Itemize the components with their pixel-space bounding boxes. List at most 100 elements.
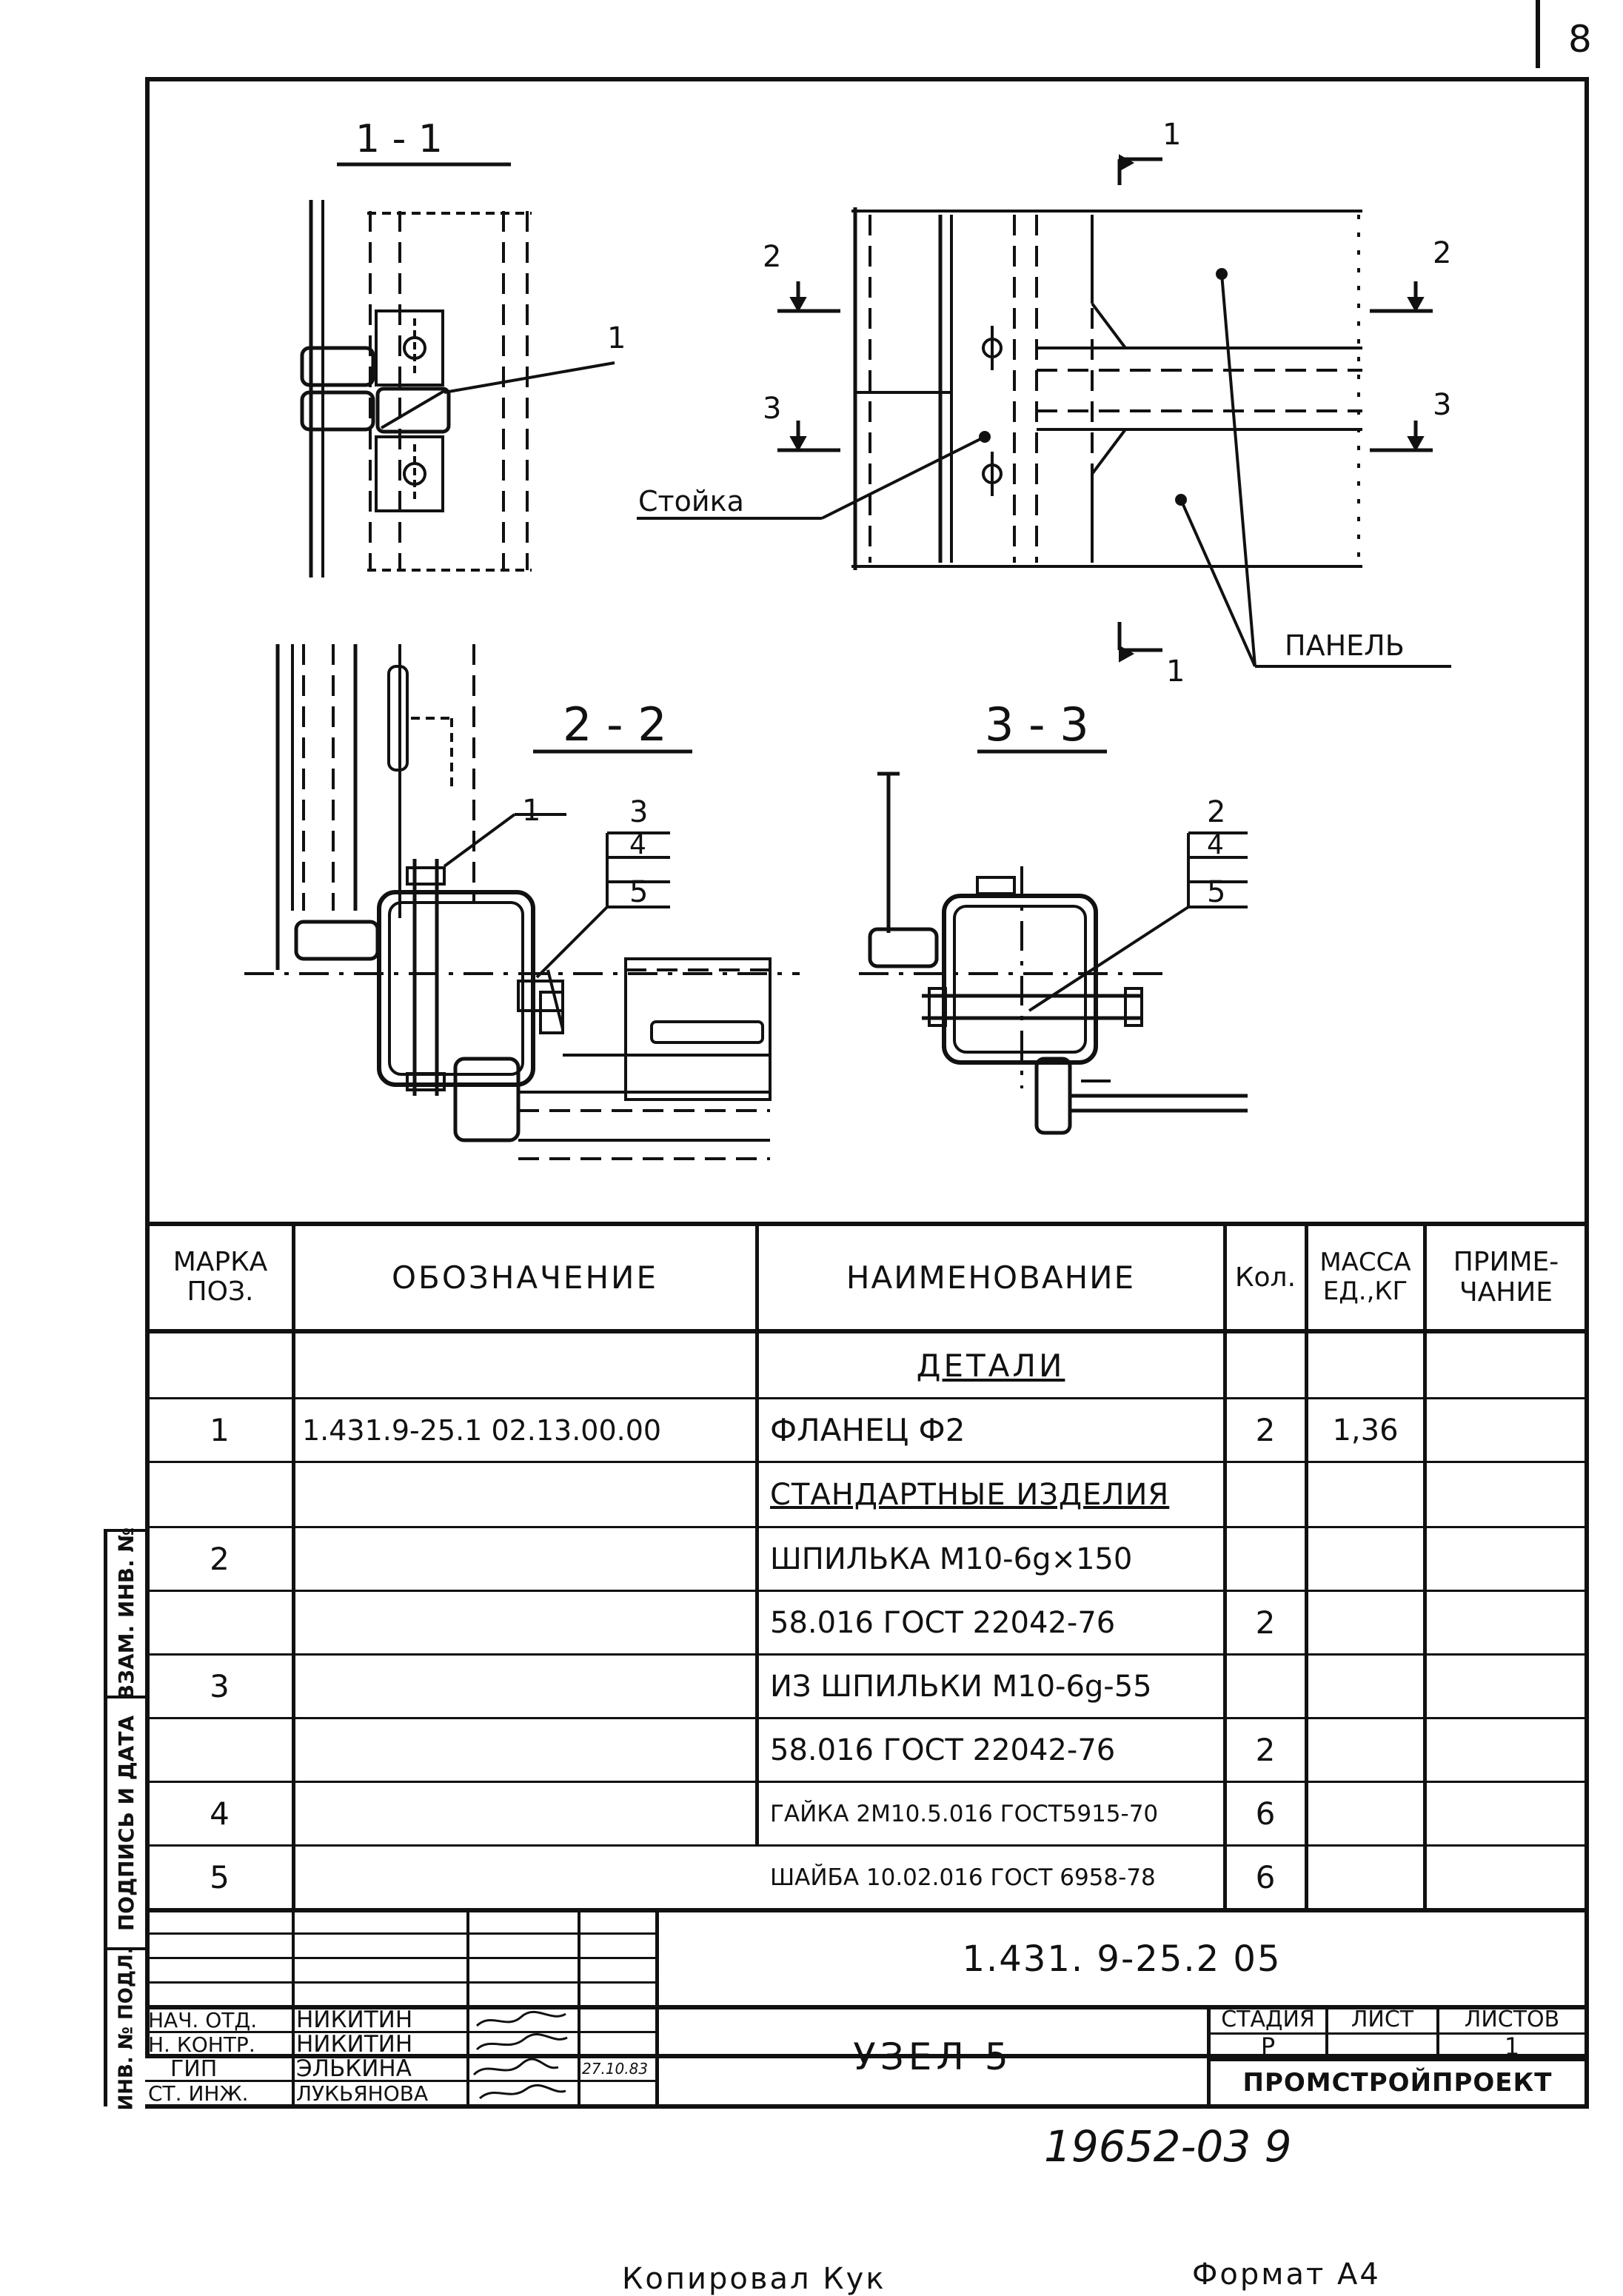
table-col-line xyxy=(1305,1844,1308,1908)
table-col-line xyxy=(1423,1844,1427,1908)
stage-value: Р xyxy=(1260,2032,1276,2061)
cut-label-2-right: 2 xyxy=(1433,236,1451,270)
sig-name-2: ЭЛЬКИНА xyxy=(296,2055,412,2082)
table-row-1-mark: 1 xyxy=(210,1412,230,1448)
callout-3-3-mark-4: 4 xyxy=(1207,830,1224,860)
stage-col xyxy=(1207,2005,1211,2106)
sig-col xyxy=(466,1908,469,2106)
stage-line xyxy=(1207,2032,1589,2035)
callout-2-2-mark-4: 4 xyxy=(629,830,646,860)
sig-date-2: 27.10.83 xyxy=(582,2060,649,2078)
table-row-line xyxy=(145,1844,1589,1847)
table-col-line xyxy=(755,1222,759,1844)
side-stamp-inv-podl: ИНВ. № ПОДЛ. xyxy=(107,1947,146,2110)
table-row-3-name: ШПИЛЬКА М10-6g×150 xyxy=(770,1542,1133,1576)
title-block-mid xyxy=(145,2005,1589,2009)
table-row-5-name: ИЗ ШПИЛЬКИ М10-6g-55 xyxy=(770,1669,1152,1704)
table-col-line xyxy=(1305,1222,1308,1844)
table-top-border xyxy=(145,1222,1589,1226)
table-row-8-name: ШАЙБА 10.02.016 ГОСТ 6958-78 xyxy=(770,1864,1156,1891)
table-row-6-qty: 2 xyxy=(1255,1732,1276,1768)
drawing-title: УЗЕЛ 5 xyxy=(853,2035,1013,2078)
side-stamp-inv-podl-text: ИНВ. № ПОДЛ. xyxy=(116,1947,138,2111)
table-col-line xyxy=(1423,1222,1427,1844)
label-stoyka: Стойка xyxy=(638,485,744,518)
table-col-line xyxy=(292,1222,295,1844)
frame-right-lower xyxy=(1584,1908,1589,2109)
table-row-4-name: 58.016 ГОСТ 22042-76 xyxy=(770,1605,1116,1640)
sheet-number-divider xyxy=(1536,0,1540,68)
sig-line xyxy=(145,1981,656,1984)
table-row-line xyxy=(145,1397,1589,1399)
side-stamp-vzam-inv-text: ВЗАМ. ИНВ. № xyxy=(114,1527,139,1700)
cut-label-3-left: 3 xyxy=(763,392,781,426)
stage-line xyxy=(1207,2058,1589,2061)
technical-drawing: 1 - 1 2 - 2 3 - 3 Стойка ПАНЕЛЬ 1 1 1 1 … xyxy=(244,117,1451,1160)
table-row-2-name: СТАНДАРТНЫЕ ИЗДЕЛИЯ xyxy=(770,1477,1170,1512)
sig-line xyxy=(145,1932,656,1935)
sheets-value: 1 xyxy=(1504,2032,1520,2061)
side-stamp-border xyxy=(104,1529,107,2106)
table-row-7-mark: 4 xyxy=(210,1795,230,1832)
side-stamp-vzam-inv: ВЗАМ. ИНВ. № xyxy=(107,1527,146,1699)
sheets-label: ЛИСТОВ xyxy=(1464,2007,1560,2032)
table-row-1-designation: 1.431.9-25.1 02.13.00.00 xyxy=(302,1413,662,1447)
sig-role-0: НАЧ. ОТД. xyxy=(148,2007,258,2032)
callout-3-3-mark-2: 2 xyxy=(1207,795,1225,829)
handwritten-signatures xyxy=(472,2010,568,2100)
cut-label-3-right: 3 xyxy=(1433,388,1451,422)
side-stamp-podpis-data: ПОДПИСЬ И ДАТА xyxy=(107,1700,146,1946)
table-row-0-name: ДЕТАЛИ xyxy=(916,1347,1065,1384)
stage-col xyxy=(1436,2005,1439,2058)
table-row-line xyxy=(145,1590,1589,1592)
sheet-label: ЛИСТ xyxy=(1351,2007,1414,2032)
table-row-6-name: 58.016 ГОСТ 22042-76 xyxy=(770,1733,1116,1767)
header-name: НАИМЕНОВАНИЕ xyxy=(846,1259,1136,1296)
archive-number: 19652-03 9 xyxy=(1044,2121,1292,2172)
sig-col xyxy=(655,1908,659,2106)
side-stamp-sep xyxy=(104,1696,148,1698)
sheet-number: 8 xyxy=(1568,18,1592,61)
table-row-3-mark: 2 xyxy=(210,1541,230,1577)
sig-line xyxy=(145,1957,656,1959)
sig-line xyxy=(145,2080,656,2082)
format-label: Формат А4 xyxy=(1192,2257,1381,2292)
table-row-line xyxy=(145,1717,1589,1719)
table-row-line xyxy=(145,1653,1589,1656)
title-block-bottom xyxy=(145,2104,1589,2109)
sig-name-3: ЛУКЬЯНОВА xyxy=(296,2081,429,2106)
table-col-line xyxy=(1223,1844,1227,1908)
header-mass: МАССА ЕД.,КГ xyxy=(1319,1247,1411,1306)
sig-line xyxy=(145,2031,656,2033)
table-header-bottom xyxy=(145,1329,1589,1333)
sig-col xyxy=(578,1908,580,2106)
label-panel: ПАНЕЛЬ xyxy=(1285,629,1405,662)
sig-role-2: ГИП xyxy=(170,2055,218,2082)
section-2-2-title: 2 - 2 xyxy=(563,697,667,752)
table-col-line xyxy=(1223,1222,1227,1844)
side-stamp-podpis-data-text: ПОДПИСЬ И ДАТА xyxy=(114,1715,139,1931)
table-row-line xyxy=(145,1526,1589,1528)
header-designation: ОБОЗНАЧЕНИЕ xyxy=(391,1259,659,1296)
section-3-3-title: 3 - 3 xyxy=(985,697,1089,752)
callout-2-2-mark-1: 1 xyxy=(522,794,541,828)
table-row-5-mark: 3 xyxy=(210,1668,230,1704)
table-row-1-mass: 1,36 xyxy=(1332,1413,1399,1447)
header-mark: МАРКА ПОЗ. xyxy=(173,1247,268,1307)
callout-2-2-mark-5: 5 xyxy=(629,875,648,909)
callout-section-cut-1-bottom: 1 xyxy=(1166,655,1185,689)
table-row-7-qty: 6 xyxy=(1255,1795,1276,1832)
sig-line xyxy=(145,2055,656,2058)
side-stamp-sep xyxy=(104,1947,148,1950)
table-row-line xyxy=(145,1781,1589,1783)
sig-role-1: Н. КОНТР. xyxy=(148,2032,255,2057)
sig-role-3: СТ. ИНЖ. xyxy=(148,2081,249,2106)
sig-name-0: НИКИТИН xyxy=(296,2007,413,2033)
table-row-8-qty: 6 xyxy=(1255,1859,1276,1895)
header-qty: Кол. xyxy=(1234,1262,1296,1293)
table-row-7-name: ГАЙКА 2М10.5.016 ГОСТ5915-70 xyxy=(770,1800,1159,1827)
table-row-8-mark: 5 xyxy=(210,1859,230,1895)
stage-label: СТАДИЯ xyxy=(1221,2007,1315,2032)
callout-1-section-1-1: 1 xyxy=(607,321,626,355)
copied-by: Копировал Кук xyxy=(622,2262,886,2296)
